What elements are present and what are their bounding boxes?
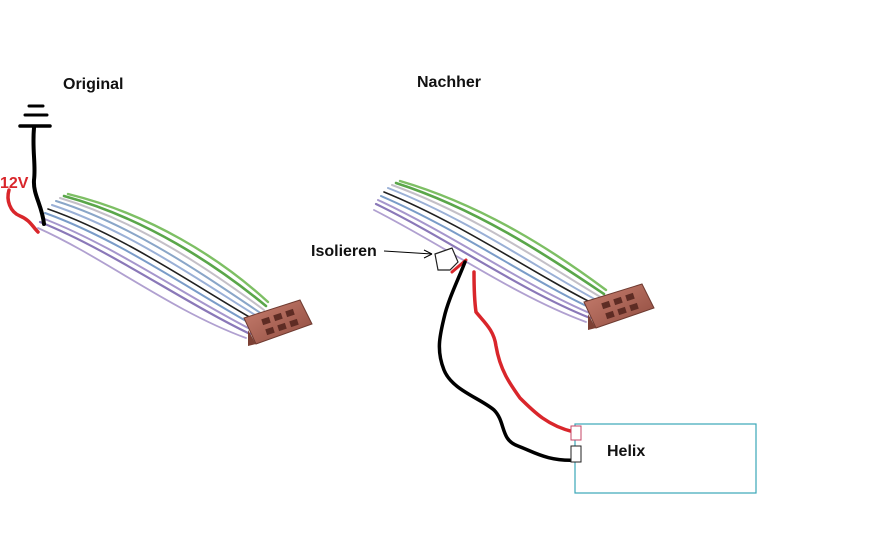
label-12v: 12V — [0, 175, 29, 192]
iso-connector-right — [583, 283, 655, 330]
iso-connector-left — [243, 299, 313, 346]
label-isolieren: Isolieren — [311, 243, 377, 260]
isolieren-arrow-head — [423, 249, 433, 259]
modified-ground-wire — [437, 260, 580, 462]
helix-ground-terminal — [570, 445, 582, 463]
insulation-cap — [434, 247, 459, 271]
label-original: Original — [63, 76, 124, 93]
label-helix: Helix — [607, 443, 646, 460]
modified-harness — [373, 179, 655, 330]
helix-box — [574, 423, 757, 494]
original-harness — [37, 192, 313, 346]
original-power-wire — [6, 188, 40, 234]
isolieren-arrow-line — [383, 250, 433, 255]
original-ground-wire — [31, 126, 46, 226]
ground-symbol-icon — [18, 104, 52, 128]
label-nachher: Nachher — [417, 74, 482, 91]
modified-power-wire — [472, 270, 576, 434]
helix-power-terminal — [570, 425, 582, 441]
